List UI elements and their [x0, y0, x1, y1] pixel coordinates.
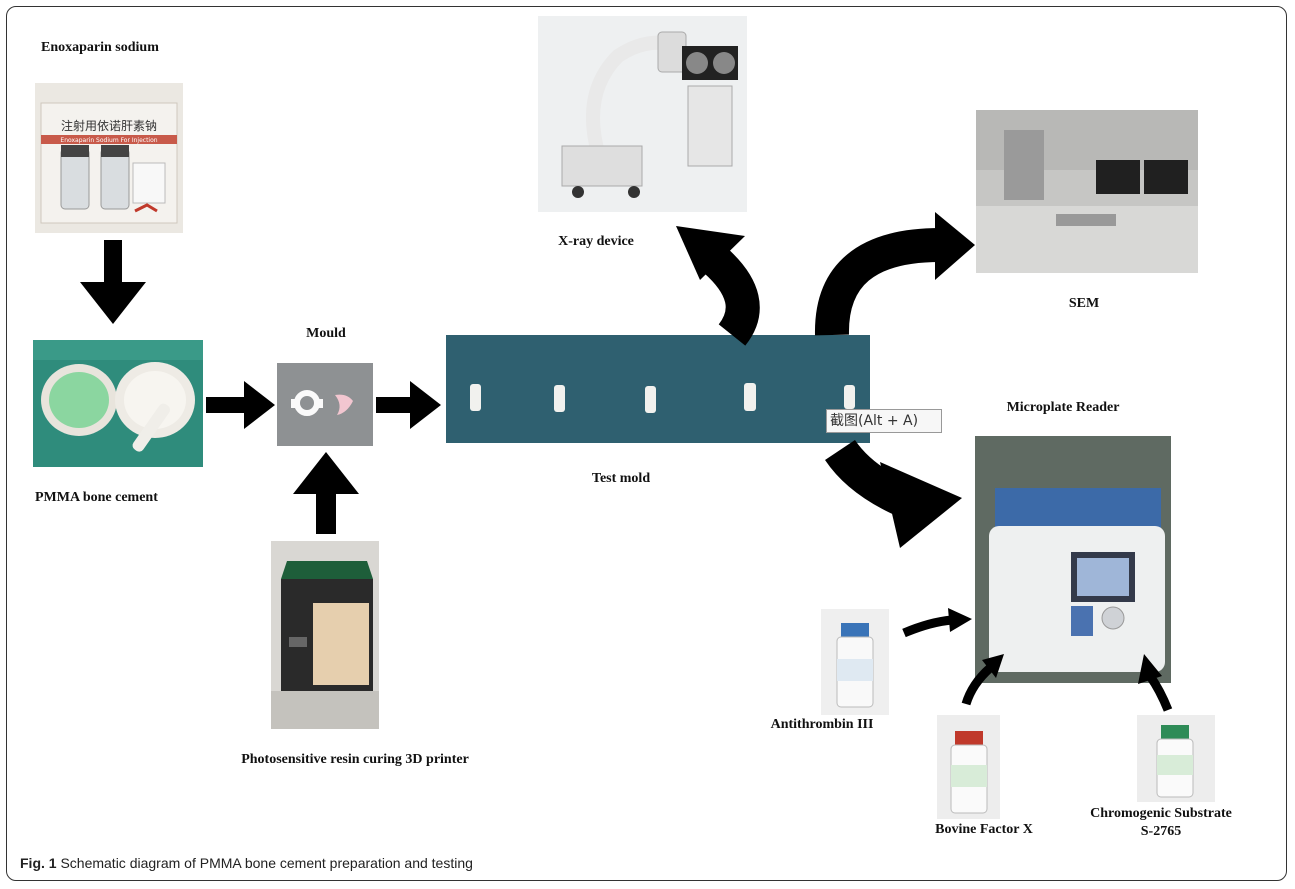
arrow-enoxaparin-to-pmma — [80, 240, 146, 324]
arrow-chromo-to-reader — [1138, 654, 1173, 712]
caption-text: Schematic diagram of PMMA bone cement pr… — [56, 855, 473, 871]
sem-photo — [976, 110, 1198, 273]
enoxaparin-box-photo: 注射用依诺肝素钠 Enoxaparin Sodium For Injection — [35, 83, 183, 233]
figure-caption: Fig. 1 Schematic diagram of PMMA bone ce… — [20, 855, 473, 871]
box-chinese-text: 注射用依诺肝素钠 — [61, 118, 157, 133]
screenshot-tooltip: 截图(Alt + A) — [826, 409, 942, 433]
label-mould: Mould — [306, 326, 346, 341]
arrow-mould-to-testmold — [376, 381, 441, 429]
label-chromogenic-2: S-2765 — [1140, 824, 1182, 839]
test-mold-photo — [446, 335, 870, 443]
arrow-to-xray — [676, 226, 760, 346]
arrow-pmma-to-mould — [206, 381, 275, 429]
chromogenic-vial-photo — [1137, 715, 1215, 802]
label-chromogenic-1: Chromogenic Substrate — [1090, 806, 1232, 821]
label-enoxaparin: Enoxaparin sodium — [41, 40, 159, 55]
label-test-mold: Test mold — [591, 471, 651, 486]
arrow-bovine-to-reader — [961, 654, 1004, 706]
label-printer: Photosensitive resin curing 3D printer — [241, 752, 469, 767]
caption-prefix: Fig. 1 — [20, 855, 57, 871]
arrow-to-reader — [825, 439, 962, 548]
label-reader: Microplate Reader — [1006, 400, 1120, 415]
label-antithrombin: Antithrombin III — [770, 717, 874, 732]
label-xray: X-ray device — [558, 234, 634, 249]
antithrombin-vial-photo — [821, 609, 889, 715]
mould-photo — [277, 363, 373, 446]
label-bovine: Bovine Factor X — [935, 822, 1033, 837]
label-pmma: PMMA bone cement — [35, 490, 158, 505]
arrow-to-sem — [815, 212, 975, 336]
label-sem: SEM — [1068, 296, 1100, 311]
printer-photo — [271, 541, 379, 729]
bovine-factor-vial-photo — [937, 715, 1000, 819]
arrow-printer-to-mould — [293, 452, 359, 534]
arrow-antithrombin-to-reader — [902, 608, 972, 638]
pmma-cement-photo — [33, 340, 203, 467]
box-english-text: Enoxaparin Sodium For Injection — [60, 137, 157, 144]
xray-device-photo — [538, 16, 747, 212]
microplate-reader-photo — [975, 436, 1171, 683]
